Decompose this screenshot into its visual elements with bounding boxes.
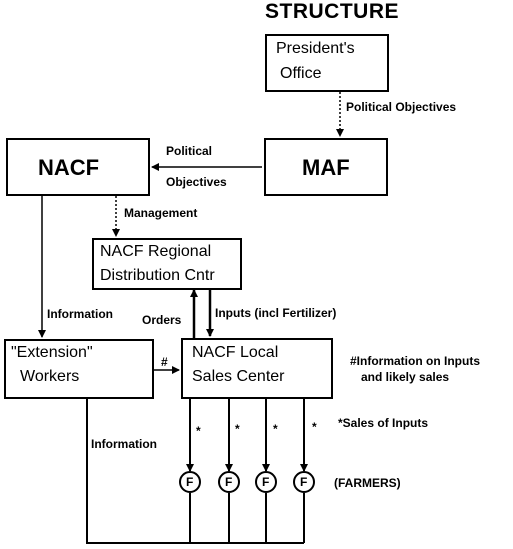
farmer-label-4: F (300, 475, 308, 489)
label-objectives: Objectives (166, 175, 227, 189)
farmer-label-3: F (262, 475, 270, 489)
node-nacf: NACF (6, 138, 150, 196)
farmer-node-3 (255, 471, 277, 493)
label-management: Management (124, 206, 198, 220)
node-regional-distribution: NACF Regional Distribution Cntr (92, 238, 242, 290)
farmer-label-1: F (186, 475, 194, 489)
farmer-node-4 (293, 471, 315, 493)
node-extension-line1: "Extension" (11, 344, 93, 361)
label-hash: # (161, 355, 168, 369)
note-hash-line1: #Information on Inputs (350, 354, 480, 368)
label-information-nacf: Information (47, 307, 113, 321)
node-regional-line1: NACF Regional (100, 243, 212, 260)
node-local-sales-center: NACF Local Sales Center (181, 338, 333, 399)
node-presidents-office-line2: Office (280, 65, 322, 82)
node-presidents-office: President's Office (265, 34, 389, 92)
note-hash-line2: and likely sales (361, 370, 450, 384)
diagram-title: STRUCTURE (265, 0, 399, 23)
node-maf: MAF (264, 138, 388, 196)
sales-mark-1: * (196, 424, 201, 438)
label-political: Political (166, 144, 213, 158)
sales-mark-2: * (235, 422, 240, 436)
node-local-line1: NACF Local (192, 344, 279, 361)
sales-mark-3: * (273, 422, 278, 436)
edge-extension-farmers (86, 399, 304, 544)
label-orders: Orders (142, 313, 182, 327)
farmer-node-2 (218, 471, 240, 493)
node-nacf-label: NACF (38, 155, 100, 180)
label-inputs: Inputs (incl Fertilizer) (215, 306, 337, 320)
node-maf-label: MAF (302, 155, 350, 180)
node-extension-workers: "Extension" Workers (4, 339, 154, 399)
note-sales-of-inputs: *Sales of Inputs (338, 416, 429, 430)
node-extension-line2: Workers (20, 368, 80, 385)
label-political-objectives: Political Objectives (346, 100, 457, 114)
sales-mark-4: * (312, 420, 317, 434)
farmer-node-1 (179, 471, 201, 493)
node-regional-line2: Distribution Cntr (100, 267, 215, 284)
node-local-line2: Sales Center (192, 368, 285, 385)
node-presidents-office-line1: President's (276, 40, 355, 57)
farmer-label-2: F (225, 475, 233, 489)
label-information-farmers: Information (91, 437, 157, 451)
note-farmers: (FARMERS) (334, 476, 401, 490)
